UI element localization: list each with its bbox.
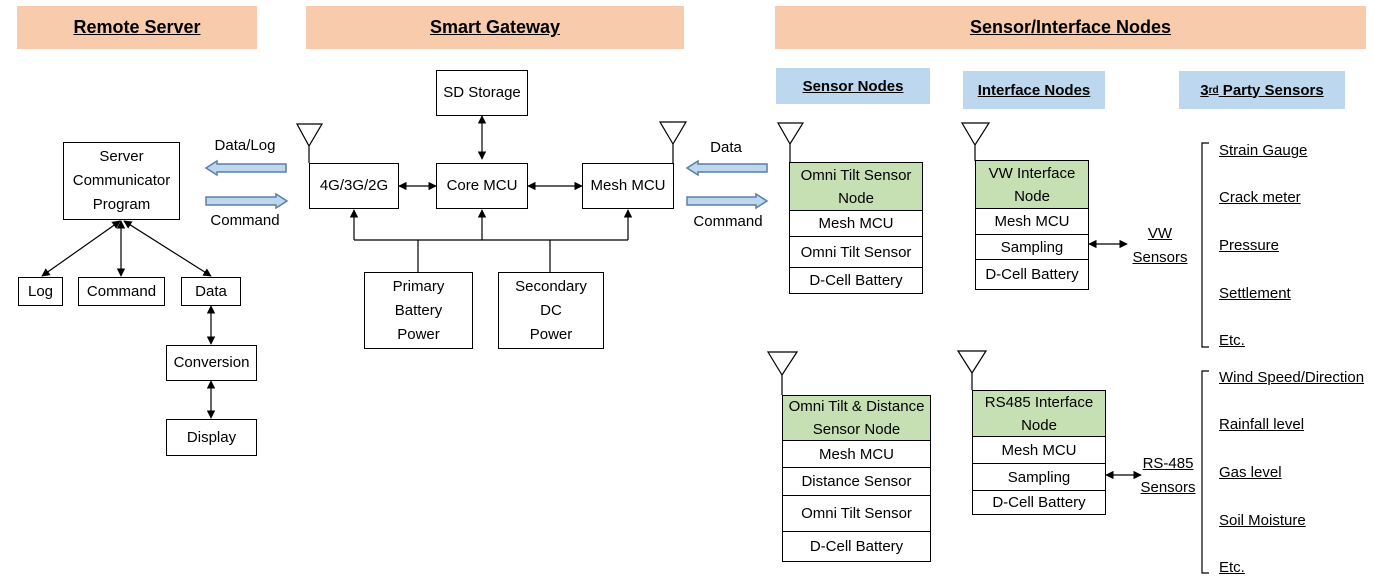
secondary-power-line-2: DC — [540, 301, 562, 319]
vw-sensor-item: Etc. — [1219, 332, 1245, 349]
vw-interface-node-title: VW Interface Node — [976, 161, 1088, 208]
omni-tilt-distance-row-tilt-sensor: Omni Tilt Sensor — [783, 495, 930, 531]
sd-storage-box: SD Storage — [436, 70, 528, 116]
primary-power-line-1: Primary — [392, 277, 445, 295]
primary-battery-power-box: Primary Battery Power — [364, 272, 473, 349]
antenna-icon-gateway-right — [658, 121, 688, 163]
header-sensor-interface-nodes: Sensor/Interface Nodes — [775, 6, 1366, 49]
vw-row-battery: D-Cell Battery — [976, 259, 1088, 288]
display-box: Display — [166, 419, 257, 456]
omni-tilt-distance-row-distance-sensor: Distance Sensor — [783, 467, 930, 495]
rs485-row-mesh-mcu: Mesh MCU — [973, 436, 1105, 463]
vw-sensors-label-line-2: Sensors — [1132, 249, 1188, 266]
rs485-sensors-label: RS-485 Sensors — [1138, 452, 1198, 500]
conversion-box: Conversion — [166, 345, 257, 381]
vw-sensors-label: VW Sensors — [1130, 222, 1190, 270]
rs485-sensor-item: Wind Speed/Direction — [1219, 369, 1365, 386]
block-arrow-data-to-gateway — [685, 159, 768, 177]
vw-row-mesh-mcu: Mesh MCU — [976, 208, 1088, 234]
secondary-dc-power-box: Secondary DC Power — [498, 272, 604, 349]
rs485-row-battery: D-Cell Battery — [973, 490, 1105, 514]
omni-tilt-distance-row-mesh-mcu: Mesh MCU — [783, 440, 930, 467]
rs485-interface-node: RS485 Interface Node Mesh MCU Sampling D… — [972, 390, 1106, 515]
third-party-suffix: Party Sensors — [1218, 81, 1324, 99]
link-program-data — [123, 220, 212, 277]
vw-interface-node: VW Interface Node Mesh MCU Sampling D-Ce… — [975, 160, 1089, 290]
vw-title-line-1: VW Interface — [988, 164, 1076, 182]
subheader-sensor-nodes: Sensor Nodes — [776, 68, 930, 104]
block-arrow-command-to-gateway — [205, 192, 289, 210]
label-command-nodes: Command — [693, 213, 763, 230]
omni-tilt-distance-title-line-1: Omni Tilt & Distance — [788, 398, 925, 415]
third-party-prefix: 3 — [1200, 81, 1209, 99]
server-communicator-program: Server Communicator Program — [63, 142, 180, 220]
vw-sensor-item: Pressure — [1219, 237, 1280, 254]
antenna-icon-omni-tilt-distance — [766, 351, 799, 395]
label-data-nodes: Data — [710, 139, 742, 156]
rs485-sensor-item: Etc. — [1219, 559, 1245, 576]
omni-tilt-node-title: Omni Tilt Sensor Node — [790, 163, 922, 210]
rs485-row-sampling: Sampling — [973, 463, 1105, 490]
cellular-modem-box: 4G/3G/2G — [309, 163, 399, 209]
data-box: Data — [181, 277, 241, 306]
omni-tilt-row-sensor: Omni Tilt Sensor — [790, 236, 922, 267]
vw-sensor-item: Strain Gauge — [1219, 142, 1308, 159]
omni-tilt-sensor-node: Omni Tilt Sensor Node Mesh MCU Omni Tilt… — [789, 162, 923, 294]
rs485-sensor-item: Rainfall level — [1219, 416, 1305, 433]
secondary-power-line-3: Power — [529, 325, 573, 343]
label-data-log: Data/Log — [214, 137, 276, 154]
header-smart-gateway: Smart Gateway — [306, 6, 684, 49]
rs485-sensor-item: Gas level — [1219, 464, 1282, 481]
primary-power-line-2: Battery — [394, 301, 443, 319]
log-box: Log — [18, 277, 63, 306]
omni-tilt-row-mesh-mcu: Mesh MCU — [790, 210, 922, 236]
server-program-line-3: Program — [92, 196, 151, 213]
antenna-icon-gateway-left — [295, 123, 324, 163]
subheader-interface-nodes: Interface Nodes — [963, 71, 1105, 109]
vw-sensors-label-line-1: VW — [1147, 225, 1173, 242]
block-arrow-command-to-nodes — [686, 192, 769, 210]
primary-power-line-3: Power — [397, 325, 440, 343]
omni-tilt-title-line-2: Node — [838, 189, 874, 207]
header-remote-server: Remote Server — [17, 6, 257, 49]
omni-tilt-title-line-1: Omni Tilt Sensor — [800, 166, 912, 184]
bracket-rs485-sensors — [1201, 370, 1209, 574]
vw-sensor-item: Settlement — [1219, 285, 1291, 302]
omni-tilt-row-battery: D-Cell Battery — [790, 267, 922, 292]
vw-sensor-item: Crack meter — [1219, 189, 1301, 206]
antenna-icon-omni-tilt — [776, 122, 805, 162]
vw-row-sampling: Sampling — [976, 234, 1088, 259]
bracket-vw-sensors — [1201, 142, 1209, 348]
antenna-icon-rs485-interface — [956, 350, 988, 390]
command-box: Command — [78, 277, 165, 306]
gateway-mesh-mcu-box: Mesh MCU — [582, 163, 674, 209]
rs485-sensors-label-line-2: Sensors — [1140, 479, 1196, 496]
vw-title-line-2: Node — [1014, 187, 1050, 205]
rs485-title-line-1: RS485 Interface — [984, 393, 1094, 411]
omni-tilt-distance-title-line-2: Sensor Node — [812, 421, 901, 438]
block-arrow-datalog-to-server — [204, 159, 287, 177]
rs485-interface-node-title: RS485 Interface Node — [973, 391, 1105, 436]
rs485-sensor-item: Soil Moisture — [1219, 512, 1306, 529]
secondary-power-line-1: Secondary — [515, 277, 587, 295]
label-command-server: Command — [210, 212, 280, 229]
omni-tilt-distance-node-title: Omni Tilt & Distance Sensor Node — [783, 396, 930, 440]
server-program-line-1: Server — [99, 148, 144, 165]
core-mcu-box: Core MCU — [436, 163, 528, 209]
antenna-icon-vw-interface — [960, 122, 991, 161]
third-party-sup: rd — [1208, 84, 1219, 96]
rs485-sensors-label-line-1: RS-485 — [1142, 455, 1194, 472]
link-program-log — [41, 220, 121, 277]
omni-tilt-distance-row-battery: D-Cell Battery — [783, 531, 930, 560]
omni-tilt-distance-sensor-node: Omni Tilt & Distance Sensor Node Mesh MC… — [782, 395, 931, 562]
server-program-line-2: Communicator — [72, 172, 171, 189]
rs485-title-line-2: Node — [1021, 416, 1057, 434]
